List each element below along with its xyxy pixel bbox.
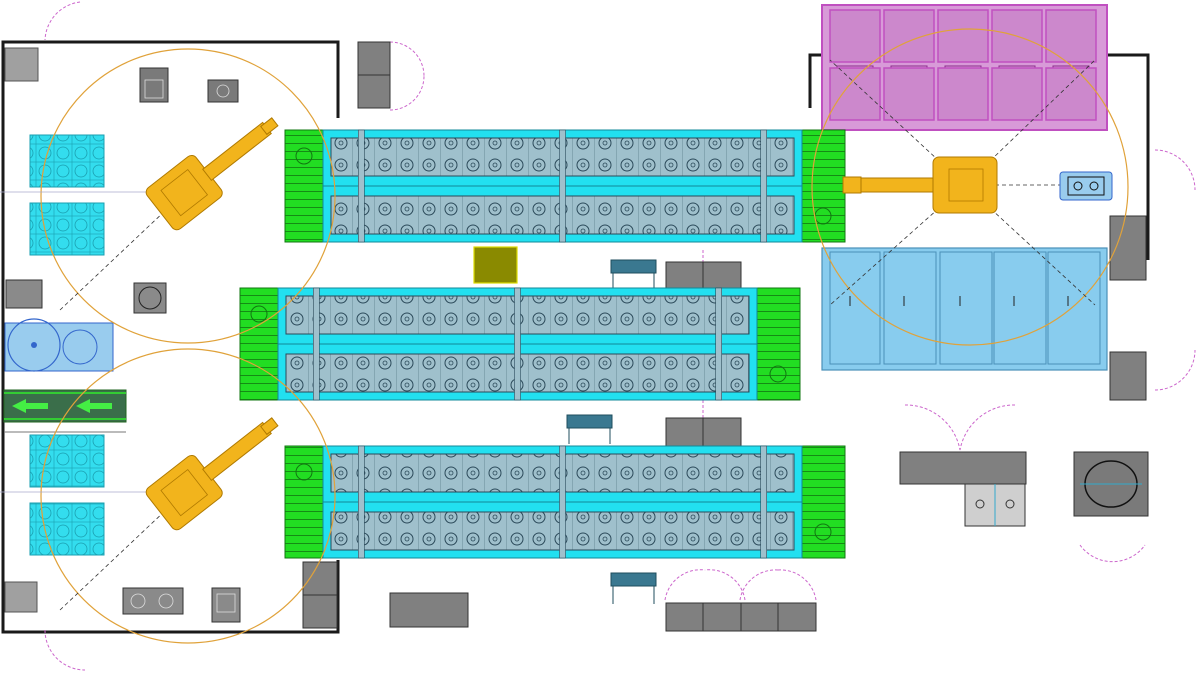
olive-control-box [473, 246, 518, 284]
rack-bay [937, 9, 989, 63]
transfer-conveyor [3, 389, 127, 433]
rack-bay [883, 9, 935, 63]
bench [610, 259, 657, 289]
robot-1 [145, 117, 279, 231]
rack-bay [937, 67, 989, 121]
door-swing-double [904, 404, 1016, 451]
small-equipment [4, 47, 241, 623]
door-swing-lower-right [1079, 544, 1146, 563]
door-swing-right-upper [1154, 149, 1196, 191]
end-fixture [284, 445, 324, 559]
end-fixture [239, 287, 279, 401]
door-swing-top-cabinet [389, 41, 425, 111]
bench [566, 414, 613, 444]
conveyor-line-3 [284, 445, 846, 559]
flow-arrow-icon [76, 399, 112, 413]
storage-rack-cells [829, 9, 1097, 121]
equipment-box [139, 67, 169, 103]
equipment-box [211, 587, 241, 623]
robot-reach-circle-1 [40, 48, 336, 344]
rack-bay [829, 9, 881, 63]
benches [566, 259, 657, 604]
conveyor-lines [239, 129, 846, 559]
cabinet [1109, 351, 1147, 401]
rack-bay [1045, 9, 1097, 63]
staging-area-frame [821, 247, 1108, 371]
rack-bay [883, 67, 935, 121]
equipment-box [207, 79, 239, 103]
end-fixture [756, 287, 801, 401]
staging-area [821, 247, 1108, 371]
cabinets [302, 41, 1149, 632]
conveyor-line-1 [284, 129, 846, 243]
staging-bay [829, 251, 881, 365]
pallet-1 [29, 134, 105, 188]
staging-bay [993, 251, 1047, 365]
rack-bay [991, 67, 1043, 121]
staging-bay [1047, 251, 1101, 365]
end-fixture [284, 129, 324, 243]
blue-machine-body [4, 322, 114, 372]
cabinet [389, 592, 469, 628]
pallet-4 [29, 502, 105, 556]
door-swing-right-lower [1154, 349, 1196, 391]
equipment-box [122, 587, 184, 615]
rack-bay [1045, 67, 1097, 121]
staging-area-cells [829, 251, 1101, 365]
staging-bay [883, 251, 937, 365]
pallet-2 [29, 202, 105, 256]
robot-reach-circle-3 [811, 28, 1129, 346]
pallets [29, 134, 105, 556]
equipment-box [4, 47, 39, 82]
blue-machine [4, 318, 114, 372]
equipment-box [4, 581, 38, 613]
robot-3 [842, 156, 998, 214]
gripper-station [1059, 171, 1113, 201]
flow-arrow-icon [12, 399, 48, 413]
equipment-box [5, 279, 43, 309]
robot-2 [145, 417, 279, 531]
door-swing-top-left [44, 1, 81, 41]
conveyor-line-2 [239, 287, 801, 401]
end-fixture [801, 129, 846, 243]
door-swing-bottom-cabinets [664, 569, 817, 601]
rack-bay [829, 67, 881, 121]
cabinet [899, 451, 1027, 485]
end-fixture [801, 445, 846, 559]
robot-reach [40, 28, 1129, 644]
door-swing-bottom-left [44, 629, 86, 671]
bench [610, 572, 657, 604]
pallet-3 [29, 434, 105, 488]
storage-rack [821, 4, 1108, 131]
robot-reach-circle-2 [40, 348, 336, 644]
left-cell-wall [1, 40, 340, 634]
staging-bay [939, 251, 993, 365]
